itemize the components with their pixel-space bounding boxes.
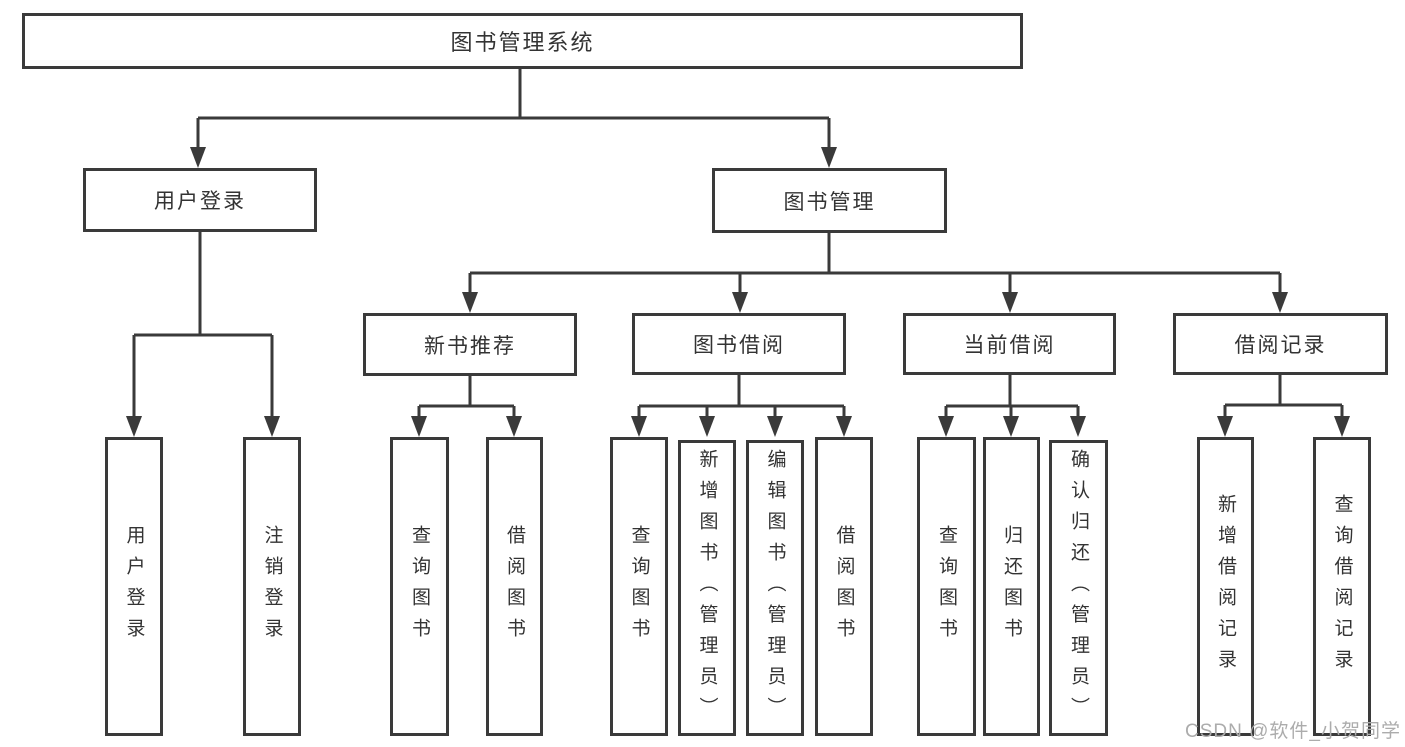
node-book-borrow: 图书借阅 [632,313,846,375]
leaf-confirm-return-admin: 确认归还（管理员） [1049,440,1108,736]
connector-paths [132,68,1344,419]
leaf-query-books-borrow: 查询图书 [610,437,668,736]
leaf-edit-book-admin: 编辑图书（管理员） [746,440,804,736]
leaf-borrow-books-2: 借阅图书 [815,437,873,736]
node-book-management: 图书管理 [712,168,947,233]
node-current-borrow-label: 当前借阅 [963,334,1056,357]
node-root: 图书管理系统 [22,13,1023,69]
leaf-query-books-borrow-label: 查询图书 [628,524,650,649]
leaf-add-borrow-record-label: 新增借阅记录 [1215,493,1236,680]
leaf-user-login-label: 用户登录 [123,524,145,649]
leaf-query-books-current: 查询图书 [917,437,976,736]
leaf-confirm-return-admin-label: 确认归还（管理员） [1068,448,1089,728]
node-borrow-records: 借阅记录 [1173,313,1388,375]
node-user-login: 用户登录 [83,168,317,232]
leaf-query-borrow-record: 查询借阅记录 [1313,437,1371,736]
leaf-query-books-recommend-label: 查询图书 [409,524,430,649]
leaf-logout-label: 注销登录 [261,524,283,649]
node-root-label: 图书管理系统 [450,30,595,55]
leaf-return-book-label: 归还图书 [1001,524,1022,649]
watermark: CSDN @软件_小贺同学 [1185,721,1401,742]
leaf-borrow-books-recommend: 借阅图书 [486,437,543,736]
leaf-borrow-books-recommend-label: 借阅图书 [504,524,525,649]
node-new-book-recommend-label: 新书推荐 [424,334,516,358]
leaf-return-book: 归还图书 [983,437,1040,736]
leaf-add-book-admin-label: 新增图书（管理员） [696,448,718,728]
leaf-query-borrow-record-label: 查询借阅记录 [1331,493,1353,680]
leaf-user-login: 用户登录 [105,437,163,736]
node-book-management-label: 图书管理 [783,190,876,214]
leaf-add-book-admin: 新增图书（管理员） [678,440,736,736]
node-new-book-recommend: 新书推荐 [363,313,577,376]
leaf-edit-book-admin-label: 编辑图书（管理员） [764,448,786,728]
node-borrow-records-label: 借阅记录 [1234,334,1327,357]
node-book-borrow-label: 图书借阅 [693,334,785,357]
node-user-login-label: 用户登录 [154,190,246,213]
leaf-query-books-recommend: 查询图书 [390,437,449,736]
leaf-logout: 注销登录 [243,437,301,736]
leaf-borrow-books-2-label: 借阅图书 [833,524,855,649]
leaf-query-books-current-label: 查询图书 [936,524,957,649]
leaf-add-borrow-record: 新增借阅记录 [1197,437,1254,736]
node-current-borrow: 当前借阅 [903,313,1116,375]
arrowheads [126,147,1350,437]
